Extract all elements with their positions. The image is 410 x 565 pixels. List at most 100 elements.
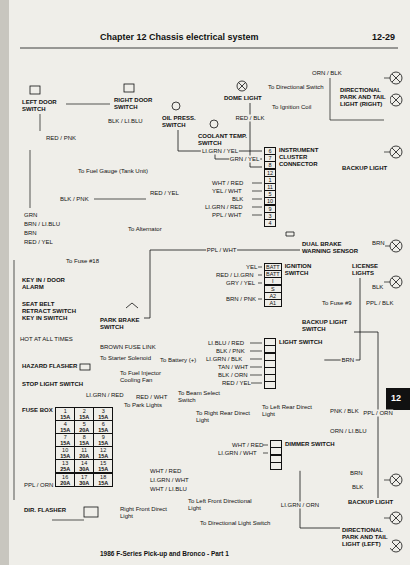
fuse-rating: 15A [98,440,108,446]
wire-color-label: PPL / ORN [362,409,393,416]
note-label: To Beam Select Switch [178,390,224,404]
note-label: To Starter Solenoid [100,355,151,362]
terminal [264,381,276,389]
brake-sensor: DUAL BRAKE WARNING SENSOR [300,240,362,256]
terminal [270,462,282,470]
wire-color-label: GRN / YEL [229,156,261,163]
wire-color-label: LI.GRN / RED [86,392,124,399]
door-alarm: KEY IN / DOOR ALARM [20,276,74,292]
fuse-number: 17 [81,474,87,480]
fuse-rating: 15A [98,453,108,459]
wire-color-label: ORN / LI.BLU [330,428,367,435]
fuse-rating: 20A [79,427,89,433]
wire-color-label: BRN [350,470,363,477]
text-block: SEAT BELT RETRACT SWITCH KEY IN SWITCH [22,301,84,322]
fuse-number: 6 [102,421,105,427]
component-name: LEFT DOOR SWITCH [22,99,66,113]
fuse-number: 7 [64,434,67,440]
component-name: HAZARD FLASHER [22,363,77,370]
fuse-rating: 20A [60,480,70,486]
wire-color-label: LI.GRN / WHT [218,450,257,457]
wire-color-label: WHT / RED [150,468,181,475]
wire-color-label: RED / LI.GRN [216,272,254,279]
fuse-rating: 15A [60,440,70,446]
dimmer-switch: DIMMER SWITCH [268,440,337,471]
wire-color-label: LI.GRN / BLK [206,356,242,363]
note-label: To Fuel Injector Cooling Fan [120,370,178,384]
wire-color-label: LI.GRN / WHT [150,477,189,484]
wire-color-label: BRN [24,230,37,237]
text-block: DIRECTIONAL PARK AND TAIL LIGHT (RIGHT) [340,87,390,108]
fuse: 115A [55,407,75,421]
fuse-rating: 30A [79,480,89,486]
wire-color-label: PPL / WHT [206,247,238,254]
page-number: 12-29 [372,32,395,43]
wire-color-label: LI.GRN / YEL [201,148,239,155]
stop-light-switch: STOP LIGHT SWITCH [20,380,85,389]
note-label: To Right Rear Direct Light [196,410,254,424]
text-block: DIMMER SWITCH [285,441,335,448]
backup-switch: BACKUP LIGHT SWITCH [300,318,354,334]
page-title: Chapter 12 Chassis electrical system [100,32,259,43]
component-name: RIGHT DOOR SWITCH [114,97,158,111]
fuse-rating: 15A [98,414,108,420]
header-rule [20,48,398,49]
fuse-number: 3 [102,408,105,414]
wire-color-label: LI.GRN / ORN [280,501,320,508]
note-label: Right Front Direct Light [120,506,170,520]
fuse: 520A [74,420,94,434]
text-block: PARK BRAKE SWITCH [100,317,142,331]
component-name: BACKUP LIGHT [342,165,387,172]
note-label: To Battery (+) [160,357,196,364]
temp-switch: COOLANT TEMP. SWITCH [196,132,250,148]
component-name: KEY IN / DOOR ALARM [22,277,72,291]
note-label: HOT AT ALL TIMES [20,336,73,343]
text-block: BACKUP LIGHT [348,499,393,506]
fuse-number: 8 [83,434,86,440]
fuse: 1515A [93,459,113,473]
text-block: STOP LIGHT SWITCH [22,381,83,388]
fuse: 1325A [55,459,75,473]
hazard-flasher: HAZARD FLASHER [20,362,79,371]
text-block: DUAL BRAKE WARNING SENSOR [302,241,360,255]
note-label: BROWN FUSE LINK [100,344,156,351]
wire-color-label: WHT / RED [212,180,243,187]
wire-color-label: LI.GRN / RED [205,204,243,211]
wire-color-label: BLK [372,284,383,291]
fuse-number: 9 [102,434,105,440]
text-block: LIGHT SWITCH [279,339,322,346]
wire-color-label: BRN [372,240,385,247]
text-block: DIRECTIONAL PARK AND TAIL LIGHT (LEFT) [342,527,392,548]
note-label: To Directional Switch [268,84,324,91]
component-name: COOLANT TEMP. SWITCH [198,133,248,147]
door-switch: LEFT DOOR SWITCH [20,98,68,114]
wire-connector [144,250,300,318]
wire-color-label: LI.BLU / RED [208,340,244,347]
page-caption: 1986 F-Series Pick-up and Bronco - Part … [100,550,229,558]
fuse: 915A [93,433,113,447]
component-name: DIRECTIONAL PARK AND TAIL LIGHT (LEFT) [342,527,392,548]
fuse-number: 11 [81,447,87,453]
wire-color-label: WHT / LI.BLU [150,486,187,493]
component-name: IGNITION SWITCH [285,263,325,277]
wire-color-label: PPL / WHT [212,212,242,219]
wire-color-label: GRN [24,212,37,219]
pin-number: 4 [264,219,276,227]
wire-color-label: BLK [352,484,363,491]
wire-color-label: RED / WHT [136,394,167,401]
note-label: To Ignition Coil [272,104,311,111]
fuse: 815A [74,433,94,447]
fuse-number: 18 [100,474,106,480]
text-block: RIGHT DOOR SWITCH [114,97,158,111]
wire-color-label: BRN / LI.BLU [24,221,60,228]
wire-connector [300,471,340,528]
page-binding [0,0,9,565]
fuse-rating: 15A [60,453,70,459]
fuse: 1015A [55,446,75,460]
park-brake-switch: PARK BRAKE SWITCH [98,316,144,332]
wire-color-label: RED / YEL [150,190,179,197]
ignition-switch: BATTBATTISA2A1IGNITION SWITCH [262,262,327,308]
fuse-rating: 15A [79,414,89,420]
